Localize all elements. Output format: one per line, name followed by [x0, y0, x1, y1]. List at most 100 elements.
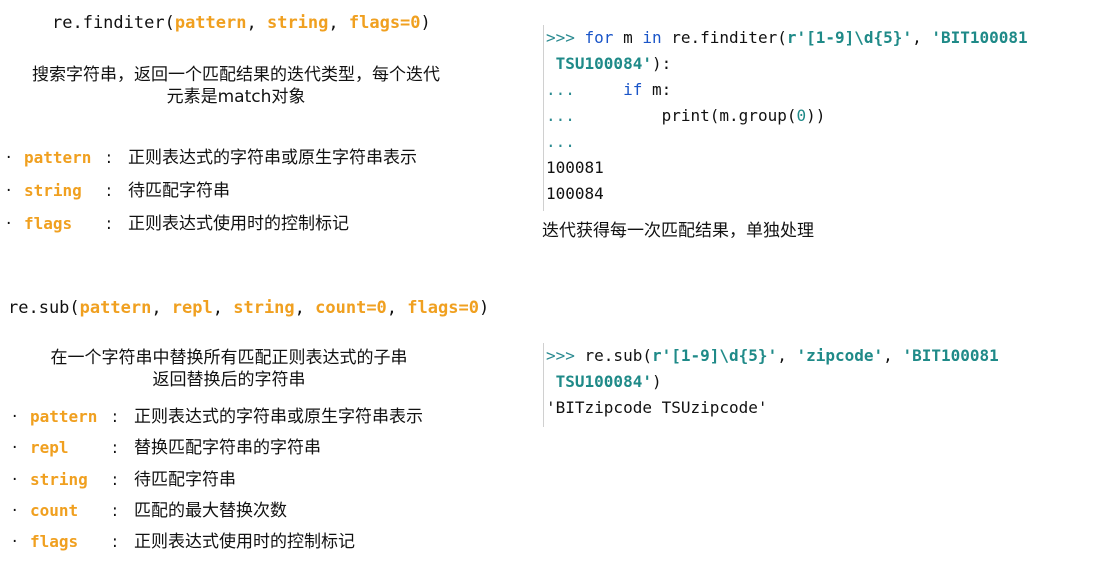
- finditer-sig-param-string: string: [266, 13, 329, 33]
- param-name: pattern: [24, 148, 92, 167]
- code-line: ... if m:: [546, 77, 1086, 103]
- code-string: 'BIT100081: [931, 28, 1028, 47]
- code-line: ...: [546, 129, 1086, 155]
- sub-desc-line2: 返回替换后的字符串: [152, 370, 306, 390]
- param-colon: :: [112, 501, 118, 521]
- param-colon: :: [106, 181, 112, 201]
- code-text: ,: [777, 346, 797, 365]
- sub-sig-sep: ,: [212, 298, 234, 318]
- param-desc: 匹配的最大替换次数: [134, 501, 287, 521]
- code-prompt: ...: [546, 106, 575, 125]
- bullet-icon: ·: [12, 438, 18, 458]
- code-text: m: [613, 28, 643, 47]
- sub-param-item-pattern: ·pattern:正则表达式的字符串或原生字符串表示: [12, 402, 423, 427]
- bullet-icon: ·: [12, 470, 18, 490]
- code-line: ... print(m.group(0)): [546, 103, 1086, 129]
- param-name: flags: [30, 532, 79, 551]
- bullet-icon: ·: [12, 532, 18, 552]
- code-text: )): [806, 106, 826, 125]
- param-name: pattern: [30, 407, 98, 426]
- sub-param-item-repl: · repl: 替换匹配字符串的字符串: [12, 433, 321, 458]
- finditer-sig-param-pattern: pattern: [174, 13, 247, 33]
- sub-desc-line1: 在一个字符串中替换所有匹配正则表达式的子串: [50, 348, 408, 368]
- sub-sig-sep: ,: [151, 298, 172, 318]
- code-output: 'BITzipcode TSUzipcode': [546, 398, 768, 417]
- code-keyword: for: [584, 28, 614, 47]
- code-string: TSU100084': [546, 54, 652, 73]
- code-line: TSU100084'):: [546, 51, 1086, 77]
- finditer-param-item-flags: ·flags:正则表达式使用时的控制标记: [6, 209, 349, 234]
- code-prompt: >>>: [546, 346, 585, 365]
- finditer-signature: re.finditer(pattern, string, flags=0): [52, 13, 431, 33]
- param-colon: :: [106, 148, 112, 168]
- code-text: re.finditer(: [661, 28, 787, 47]
- bullet-icon: ·: [12, 501, 18, 521]
- sub-param-item-flags: · flags: 正则表达式使用时的控制标记: [12, 527, 355, 552]
- code-indent: [575, 106, 662, 125]
- finditer-description: 搜索字符串，返回一个匹配结果的迭代类型，每个迭代 元素是match对象: [0, 64, 472, 108]
- finditer-sig-sep: ,: [328, 13, 349, 33]
- code-string: 'BIT100081: [902, 346, 999, 365]
- param-name: repl: [30, 438, 69, 457]
- sub-code-example: >>> re.sub(r'[1-9]\d{5}', 'zipcode', 'BI…: [543, 343, 1086, 427]
- sub-sig-sep: ,: [294, 298, 316, 318]
- finditer-code-example: >>> for m in re.finditer(r'[1-9]\d{5}', …: [543, 25, 1086, 211]
- code-prompt: ...: [546, 132, 575, 151]
- finditer-sig-prefix: re.finditer(: [52, 13, 175, 33]
- code-line: >>> for m in re.finditer(r'[1-9]\d{5}', …: [546, 25, 1086, 51]
- sub-sig-param-pattern: pattern: [79, 298, 152, 318]
- code-output: 100081: [546, 158, 604, 177]
- code-text: ): [651, 372, 662, 391]
- code-line: TSU100084'): [546, 369, 1086, 395]
- code-keyword: if: [623, 80, 643, 99]
- code-text: print(m.group(: [661, 106, 797, 125]
- finditer-param-item-pattern: · pattern: 正则表达式的字符串或原生字符串表示: [6, 143, 417, 168]
- param-desc: 正则表达式的字符串或原生字符串表示: [134, 407, 423, 427]
- param-desc: 正则表达式的字符串或原生字符串表示: [128, 148, 417, 168]
- code-text: m:: [642, 80, 672, 99]
- sub-sig-suffix: ): [478, 298, 490, 318]
- finditer-sig-sep: ,: [246, 13, 267, 33]
- code-string: r'[1-9]\d{5}': [651, 346, 778, 365]
- param-name: string: [30, 470, 88, 489]
- bullet-icon: ·: [6, 214, 12, 234]
- sub-sig-sep: ,: [386, 298, 408, 318]
- param-name: string: [24, 181, 82, 200]
- code-text: re.sub(: [584, 346, 652, 365]
- sub-signature: re.sub(pattern, repl, string, count=0, f…: [8, 298, 489, 318]
- sub-sig-param-count: count=0: [315, 298, 387, 318]
- sub-sig-param-string: string: [233, 298, 295, 318]
- finditer-desc-line1: 搜索字符串，返回一个匹配结果的迭代类型，每个迭代: [32, 65, 440, 85]
- param-desc: 待匹配字符串: [128, 181, 230, 201]
- sub-sig-prefix: re.sub(: [8, 298, 80, 318]
- code-line: >>> re.sub(r'[1-9]\d{5}', 'zipcode', 'BI…: [546, 343, 1086, 369]
- finditer-param-item-string: ·string:待匹配字符串: [6, 176, 230, 201]
- code-keyword: in: [642, 28, 662, 47]
- param-desc: 替换匹配字符串的字符串: [134, 438, 321, 458]
- finditer-sig-suffix: ): [420, 13, 431, 33]
- param-colon: :: [112, 532, 118, 552]
- code-string: TSU100084': [546, 372, 652, 391]
- finditer-caption: 迭代获得每一次匹配结果，单独处理: [542, 221, 814, 241]
- param-desc: 正则表达式使用时的控制标记: [128, 214, 349, 234]
- code-output: 100084: [546, 184, 604, 203]
- code-text: ,: [883, 346, 903, 365]
- param-name: flags: [24, 214, 73, 233]
- param-desc: 正则表达式使用时的控制标记: [134, 532, 355, 552]
- param-colon: :: [112, 470, 118, 490]
- param-desc: 待匹配字符串: [134, 470, 236, 490]
- code-text: ,: [912, 28, 932, 47]
- param-colon: :: [112, 438, 118, 458]
- code-text: ):: [651, 54, 672, 73]
- bullet-icon: ·: [6, 148, 12, 168]
- bullet-icon: ·: [12, 407, 18, 427]
- finditer-desc-line2: 元素是match对象: [166, 87, 306, 107]
- code-prompt: >>>: [546, 28, 585, 47]
- code-string: 'zipcode': [796, 346, 884, 365]
- sub-sig-param-flags: flags=0: [407, 298, 479, 318]
- finditer-sig-param-flags: flags=0: [348, 13, 421, 33]
- code-indent: [575, 80, 623, 99]
- sub-param-item-string: · string: 待匹配字符串: [12, 465, 236, 490]
- sub-param-item-count: ·count:匹配的最大替换次数: [12, 496, 287, 521]
- sub-sig-param-repl: repl: [171, 298, 213, 318]
